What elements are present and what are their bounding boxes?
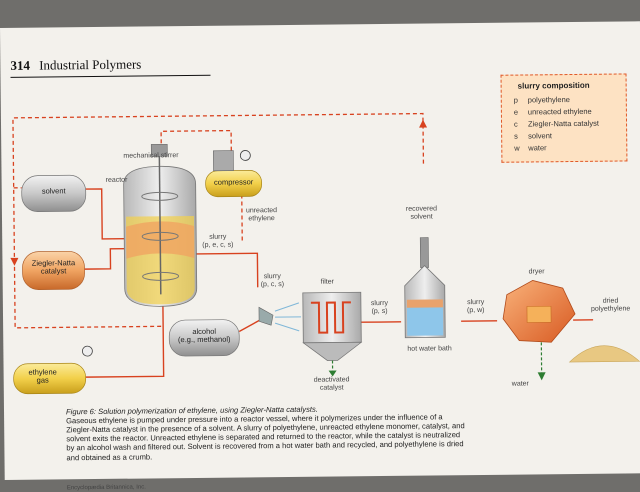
hot-water-bath	[404, 237, 445, 337]
reactor-vessel	[123, 144, 197, 307]
compressor-unit	[205, 150, 261, 197]
catalyst-feed-line	[84, 249, 124, 269]
compressor-return-line	[161, 131, 231, 152]
mechanical-stirrer-label: mechanical stirrer	[123, 152, 178, 161]
recycle-lines	[13, 114, 425, 328]
image-credit: Encyclopædia Britannica, Inc.	[67, 484, 146, 491]
alcohol-label: alcohol(e.g., methanol)	[173, 328, 235, 345]
solvent-feed-line	[86, 189, 125, 239]
slurry-pecs-label: slurry(p, e, c, s)	[202, 234, 233, 250]
solvent-label: solvent	[32, 187, 76, 196]
ethylene-feed-line	[85, 306, 164, 377]
slurry-pcs-label: slurry(p, c, s)	[261, 273, 285, 289]
recovered-solvent-return-line	[13, 114, 425, 328]
arrow-left-return	[10, 258, 18, 266]
dryer-label: dryer	[529, 268, 545, 276]
book-page: 314 Industrial Polymers	[0, 21, 640, 480]
water-label: water	[512, 380, 529, 388]
reactor-slurry-out-line	[196, 253, 257, 288]
slurry-ps-label: slurry(p, s)	[371, 300, 388, 316]
hot-water-bath-label: hot water bath	[407, 345, 451, 354]
dryer-unit	[503, 279, 640, 380]
filter-label: filter	[321, 279, 334, 287]
slurry-pw-label: slurry(p, w)	[467, 299, 485, 315]
caption-body: Gaseous ethylene is pumped under pressur…	[66, 412, 465, 461]
figure-caption: Figure 6: Solution polymerization of eth…	[66, 403, 467, 462]
arrow-recovered-solvent	[419, 120, 427, 128]
reactor-label: reactor	[106, 177, 128, 185]
filter-unit	[303, 292, 362, 377]
compressor-label: compressor	[208, 178, 260, 187]
legend-title: slurry composition	[518, 81, 590, 91]
alcohol-spray	[259, 303, 301, 331]
